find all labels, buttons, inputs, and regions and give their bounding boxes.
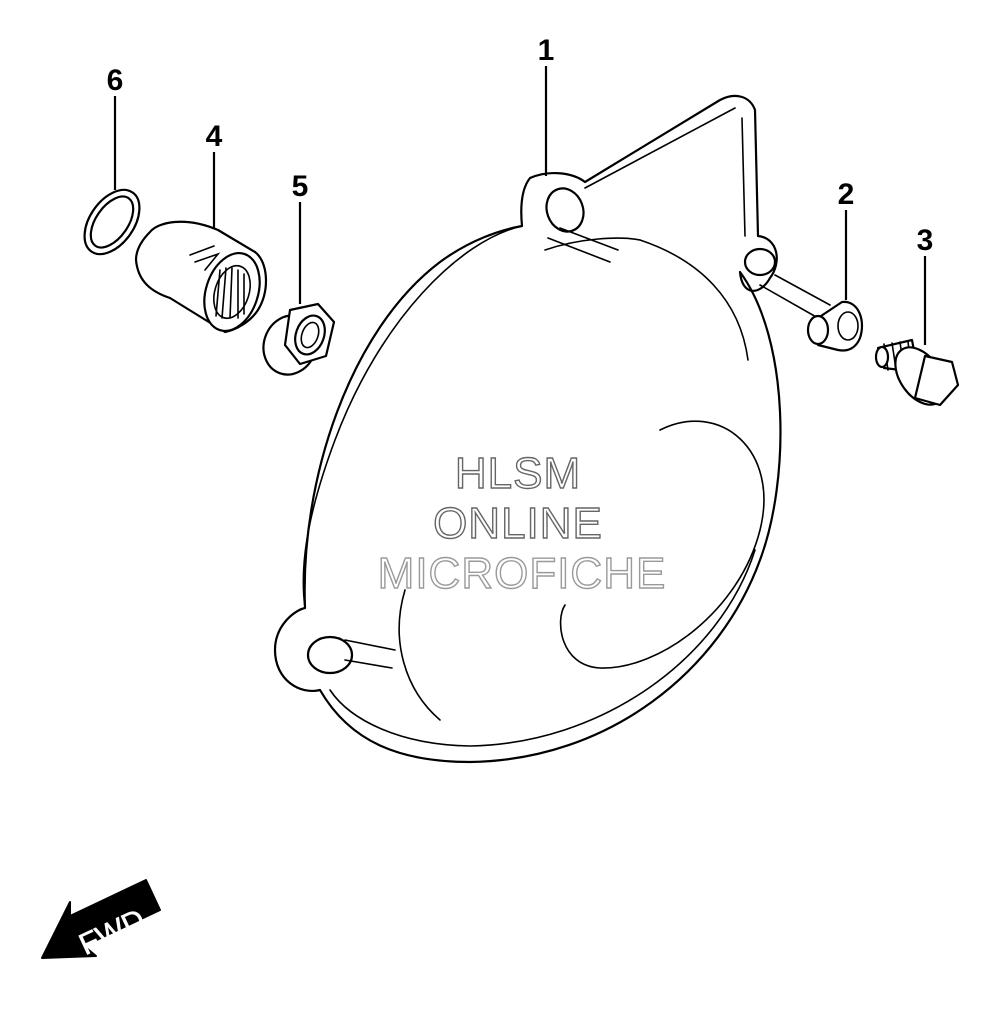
callout-2: 2 [838,178,855,211]
watermark-line-3: MICROFICHE [378,549,667,598]
callout-3: 3 [917,224,934,257]
part-6-o-ring[interactable] [73,180,150,264]
callout-6: 6 [107,64,124,97]
arrow-left-icon [41,879,161,959]
callout-1: 1 [538,34,555,67]
part-2-dowel-pin[interactable] [806,300,864,352]
leader-lines [113,66,927,345]
fwd-arrow: FWD [41,879,161,962]
part-3-bolt[interactable] [874,338,960,413]
watermark-line-2: ONLINE [433,499,603,548]
callout-4: 4 [206,120,223,153]
part-1-cover[interactable] [273,94,831,764]
watermark-line-1: HLSM [455,449,581,498]
watermark: HLSM ONLINE MICROFICHE [377,448,667,598]
part-5-flange-nut[interactable] [255,302,336,382]
part-4-bushing[interactable] [134,220,269,338]
callout-5: 5 [292,170,309,203]
